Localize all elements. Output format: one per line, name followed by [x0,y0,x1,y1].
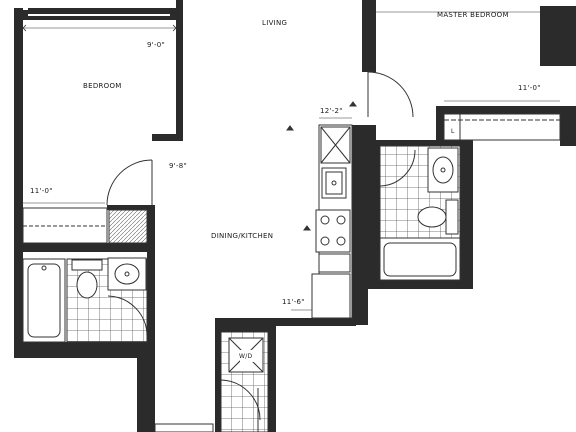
dimension-bedroom-width: 9'-0" [147,41,166,49]
living-area [286,71,414,311]
bedroom-bathroom [22,257,148,343]
laundry-closet [220,331,269,432]
dimension-kitchen-length: 12'-2" [320,107,343,115]
dimension-master-width: 11'-0" [518,84,541,92]
label-washer-dryer: W/D [239,353,253,360]
dimension-bedroom-depth: 11'-0" [30,187,53,195]
dimension-living-width: 9'-8" [169,162,188,170]
entry-threshold [154,423,214,432]
dimension-dining-width: 11'-6" [282,298,305,306]
exterior-walls [14,0,576,432]
label-linen: L [451,128,455,135]
kitchen-counter [311,124,353,319]
master-bathroom [379,145,461,281]
label-master-bedroom: MASTER BEDROOM [437,11,509,19]
label-dining-kitchen: DINING/KITCHEN [211,232,274,240]
bedroom [22,14,177,244]
master-bedroom [376,11,561,141]
label-bedroom: BEDROOM [83,82,122,90]
label-living: LIVING [262,19,288,27]
